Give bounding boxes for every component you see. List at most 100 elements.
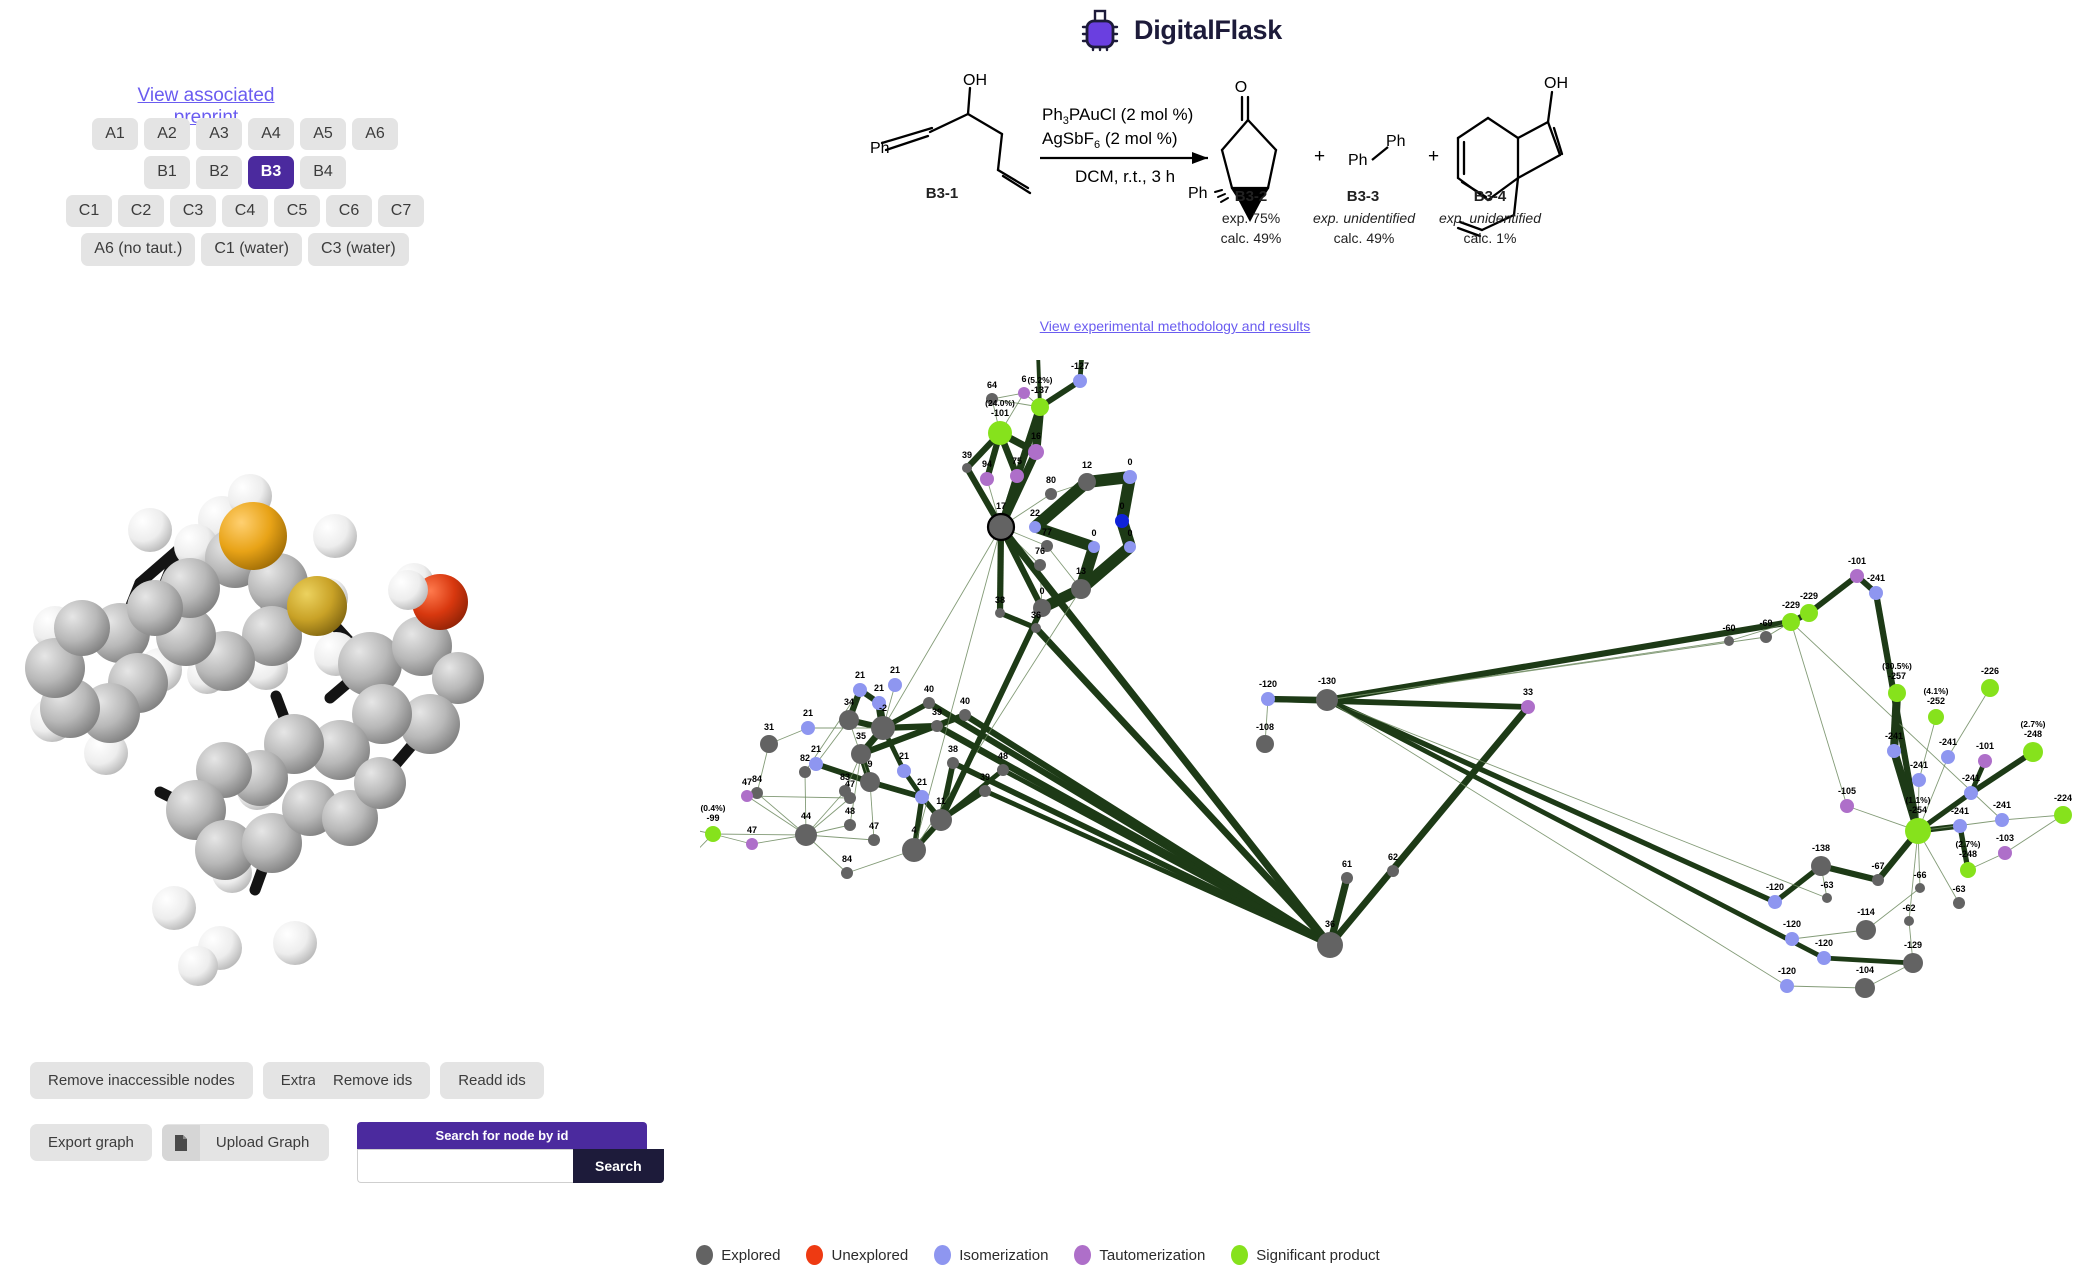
graph-node (1316, 689, 1338, 711)
graph-node (1033, 599, 1051, 617)
svg-text:-248: -248 (1959, 849, 1977, 859)
svg-text:62: 62 (1388, 852, 1398, 862)
graph-node (853, 683, 867, 697)
upload-graph-control[interactable]: Upload Graph (161, 1124, 330, 1161)
system-button-b3[interactable]: B3 (248, 156, 294, 189)
graph-node (1088, 541, 1100, 553)
system-button-b1[interactable]: B1 (144, 156, 190, 189)
graph-node (915, 790, 929, 804)
system-button-a4[interactable]: A4 (248, 118, 294, 151)
graph-node (801, 721, 815, 735)
graph-node (705, 826, 721, 842)
graph-node (1953, 819, 1967, 833)
graph-node (995, 608, 1005, 618)
graph-node (930, 809, 952, 831)
legend-label-explored: Explored (721, 1246, 781, 1264)
system-button-a3[interactable]: A3 (196, 118, 242, 151)
system-button-c7[interactable]: C7 (378, 194, 424, 228)
svg-text:39: 39 (980, 772, 990, 782)
svg-text:-226: -226 (1981, 666, 1999, 676)
svg-text:-241: -241 (1939, 737, 1957, 747)
system-button-c3[interactable]: C3 (170, 194, 216, 228)
file-icon[interactable] (161, 1124, 200, 1161)
system-button-a6[interactable]: A6 (352, 118, 398, 151)
graph-node (959, 709, 971, 721)
svg-text:-224: -224 (2054, 793, 2072, 803)
system-button-a1[interactable]: A1 (92, 118, 138, 151)
svg-text:-241: -241 (1951, 806, 1969, 816)
graph-node (1855, 978, 1875, 998)
svg-text:-99: -99 (706, 813, 719, 823)
svg-text:OH: OH (963, 72, 987, 89)
remove-ids-button[interactable]: Remove ids (315, 1062, 431, 1099)
reaction-network-graph[interactable]: (11.7%)-139(7.8%)-137-127-127664(5.2%)-1… (700, 360, 2076, 1120)
svg-text:40: 40 (960, 696, 970, 706)
search-input[interactable] (357, 1149, 573, 1183)
svg-text:-254: -254 (1909, 805, 1927, 815)
system-button-b4[interactable]: B4 (300, 156, 346, 189)
svg-text:44: 44 (801, 811, 811, 821)
graph-node (1782, 613, 1800, 631)
svg-text:-103: -103 (1996, 833, 2014, 843)
system-button-c3-water[interactable]: C3 (water) (308, 233, 409, 266)
graph-node (1115, 514, 1129, 528)
svg-text:(5.2%): (5.2%) (1027, 375, 1052, 385)
product-b3-4-exp: exp. unidentified (1439, 210, 1541, 226)
graph-node (1822, 893, 1832, 903)
graph-node (1850, 569, 1864, 583)
molecule-3d-viewer[interactable] (10, 378, 490, 998)
svg-text:DCM, r.t., 3 h: DCM, r.t., 3 h (1075, 167, 1175, 186)
system-button-c1-water[interactable]: C1 (water) (201, 233, 303, 266)
system-button-c2[interactable]: C2 (118, 194, 164, 228)
svg-text:-137: -137 (1031, 385, 1049, 395)
node-search: Search for node by id Search (357, 1122, 664, 1183)
svg-text:-105: -105 (1838, 786, 1856, 796)
svg-text:-241: -241 (1962, 773, 1980, 783)
export-graph-button[interactable]: Export graph (30, 1124, 152, 1161)
system-button-a2[interactable]: A2 (144, 118, 190, 151)
svg-text:(24.0%): (24.0%) (985, 398, 1015, 408)
svg-text:-62: -62 (1902, 903, 1915, 913)
svg-text:-63: -63 (1952, 884, 1965, 894)
svg-text:84: 84 (752, 774, 762, 784)
system-row-b: B1 B2 B3 B4 (0, 156, 490, 189)
graph-node (1010, 469, 1024, 483)
graph-node (1811, 856, 1831, 876)
svg-text:0: 0 (1127, 457, 1132, 467)
system-button-c1[interactable]: C1 (66, 194, 112, 228)
search-button[interactable]: Search (573, 1149, 664, 1183)
legend-dot-tautomerization (1074, 1245, 1092, 1265)
svg-text:75: 75 (1012, 456, 1022, 466)
graph-node (1261, 692, 1275, 706)
svg-text:+: + (1428, 146, 1439, 167)
upload-graph-label[interactable]: Upload Graph (215, 1134, 310, 1151)
svg-text:(4.1%): (4.1%) (1923, 686, 1948, 696)
svg-text:36: 36 (1325, 919, 1335, 929)
remove-inaccessible-nodes-button[interactable]: Remove inaccessible nodes (30, 1062, 253, 1099)
graph-node (746, 838, 758, 850)
svg-text:48: 48 (845, 806, 855, 816)
readd-ids-button[interactable]: Readd ids (440, 1062, 544, 1099)
graph-node (2023, 742, 2043, 762)
legend-dot-unexplored (806, 1245, 824, 1265)
svg-text:47: 47 (747, 825, 757, 835)
svg-text:38: 38 (948, 744, 958, 754)
system-button-a5[interactable]: A5 (300, 118, 346, 151)
graph-node (1029, 521, 1041, 533)
system-button-c4[interactable]: C4 (222, 194, 268, 228)
system-button-a6-no-taut[interactable]: A6 (no taut.) (81, 233, 196, 266)
svg-text:-101: -101 (1976, 741, 1994, 751)
graph-node (844, 819, 856, 831)
svg-text:0: 0 (1127, 528, 1132, 538)
system-button-c6[interactable]: C6 (326, 194, 372, 228)
graph-node (1872, 874, 1884, 886)
system-button-c5[interactable]: C5 (274, 194, 320, 228)
legend-item-explored: Explored (696, 1245, 780, 1265)
svg-text:21: 21 (890, 665, 900, 675)
methodology-link[interactable]: View experimental methodology and result… (1039, 318, 1311, 334)
system-button-b2[interactable]: B2 (196, 156, 242, 189)
svg-text:-67: -67 (1871, 861, 1884, 871)
graph-node (897, 764, 911, 778)
svg-text:21: 21 (811, 744, 821, 754)
svg-text:-114: -114 (1857, 907, 1875, 917)
